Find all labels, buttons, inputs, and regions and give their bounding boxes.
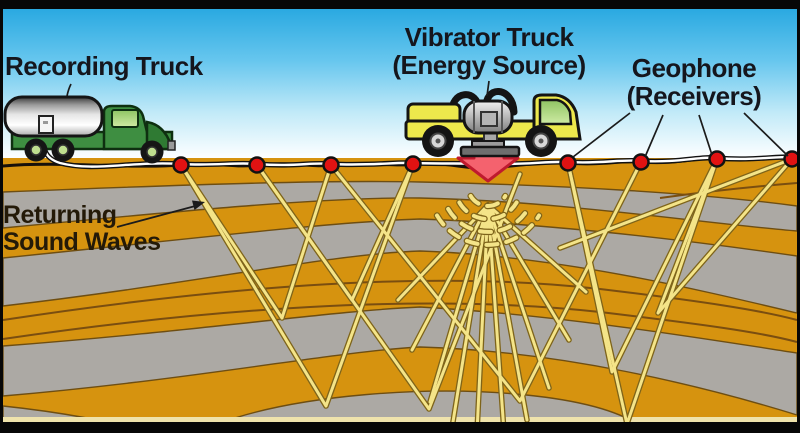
geophone-dot xyxy=(632,153,650,171)
geophone-dot xyxy=(172,156,190,174)
recording-truck-leader xyxy=(66,83,72,97)
vibrator-truck xyxy=(404,88,582,183)
label-geophone-line1: Geophone xyxy=(631,53,757,83)
returning-waves-arrowhead xyxy=(192,200,205,210)
label-geophone-line2: (Receivers) xyxy=(626,80,762,111)
sound-wave-rays xyxy=(179,157,794,433)
cable-port xyxy=(38,115,54,134)
vibrator-truck-leader xyxy=(486,80,490,97)
geophone-leader-2 xyxy=(644,114,664,158)
base-plate xyxy=(459,145,521,158)
bottom-cream-line xyxy=(3,417,797,422)
geophone-dot xyxy=(404,155,422,173)
geophone-leader-3 xyxy=(698,114,713,156)
geophone-dots xyxy=(172,150,800,174)
label-leader-lines xyxy=(66,80,789,228)
recording-truck xyxy=(3,95,176,164)
recording-truck-window xyxy=(111,109,139,128)
label-returning-line2: Sound Waves xyxy=(3,227,161,256)
label-vibrator-truck: Vibrator Truck (Energy Source) xyxy=(376,22,602,80)
label-vibrator-truck-line1: Vibrator Truck xyxy=(404,22,574,52)
geophone-dot xyxy=(248,156,266,174)
label-returning-line1: Returning xyxy=(3,201,117,229)
geophone-leader-1 xyxy=(572,112,631,158)
label-vibrator-truck-line2: (Energy Source) xyxy=(392,49,586,80)
vibration-wavefront-arcs xyxy=(435,194,541,247)
geophone-dot xyxy=(322,156,340,174)
label-geophone: Geophone (Receivers) xyxy=(596,53,792,111)
vibrator-truck-wheels xyxy=(422,125,557,157)
vibrator-mechanism xyxy=(459,99,521,158)
geophone-dot xyxy=(708,150,726,168)
label-recording-truck: Recording Truck xyxy=(5,51,203,81)
returning-waves-arrow-line xyxy=(116,204,200,228)
recording-truck-wheels xyxy=(24,138,164,164)
label-returning-sound-waves: Returning Sound Waves xyxy=(3,202,161,255)
geophone-dot xyxy=(559,154,577,172)
vibrator-truck-window xyxy=(538,98,573,126)
geophone-leader-4 xyxy=(743,112,789,157)
